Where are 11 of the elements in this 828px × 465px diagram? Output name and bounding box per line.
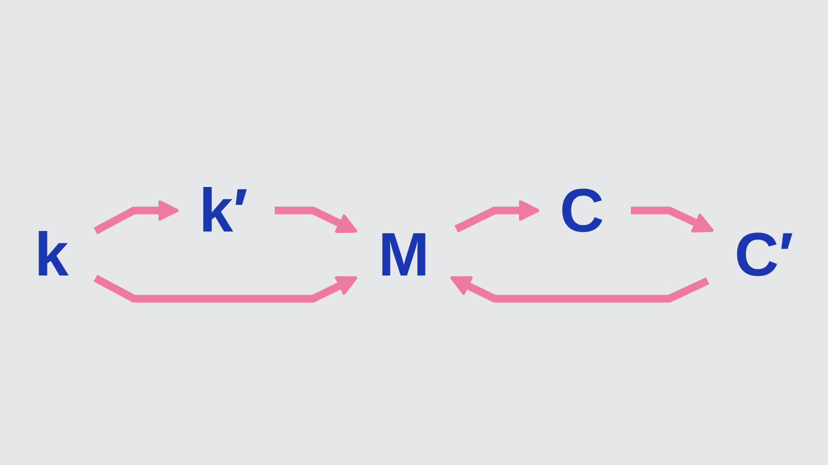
arrow xyxy=(94,199,180,234)
node-text: C′ xyxy=(734,220,794,290)
node-text: M xyxy=(378,220,430,290)
arrow xyxy=(630,206,714,233)
node-text: k′ xyxy=(199,176,248,245)
arrow xyxy=(450,276,710,302)
node-text: C xyxy=(560,176,604,245)
node-text: k xyxy=(34,220,69,290)
arrow xyxy=(274,206,358,234)
arrow xyxy=(94,274,358,302)
arrow xyxy=(454,199,540,233)
